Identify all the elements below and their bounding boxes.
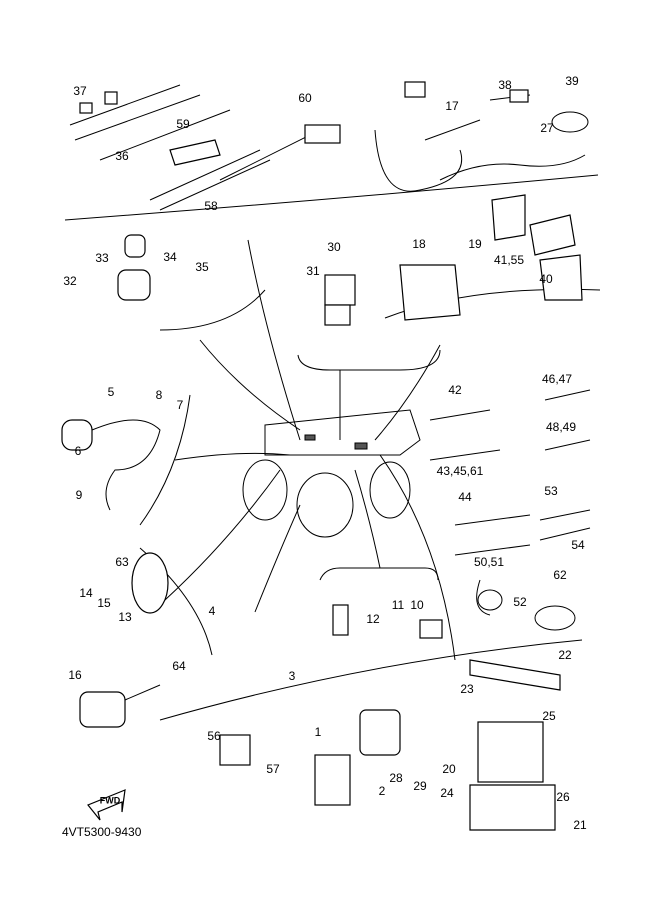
- callout-34: 34: [163, 250, 177, 264]
- callout-46-47: 46,47: [542, 372, 572, 386]
- callout-23: 23: [460, 682, 474, 696]
- callout-35: 35: [195, 260, 209, 274]
- callout-37: 37: [73, 84, 87, 98]
- callout-20: 20: [442, 762, 456, 776]
- callout-13: 13: [118, 610, 132, 624]
- callout-42: 42: [448, 383, 462, 397]
- callout-57: 57: [266, 762, 280, 776]
- callout-62: 62: [553, 568, 567, 582]
- callout-7: 7: [177, 398, 184, 412]
- callout-38: 38: [498, 78, 512, 92]
- callout-31: 31: [306, 264, 320, 278]
- callout-5: 5: [108, 385, 115, 399]
- callout-19: 19: [468, 237, 482, 251]
- callout-24: 24: [440, 786, 454, 800]
- callout-58: 58: [204, 199, 218, 213]
- fwd-label: FWD: [100, 795, 121, 805]
- callout-10: 10: [410, 598, 424, 612]
- callout-41-55: 41,55: [494, 253, 524, 267]
- callout-43-45-61: 43,45,61: [437, 464, 484, 478]
- callout-2: 2: [379, 784, 386, 798]
- callout-30: 30: [327, 240, 341, 254]
- callout-12: 12: [366, 612, 380, 626]
- callout-18: 18: [412, 237, 426, 251]
- callout-59: 59: [176, 117, 190, 131]
- callout-4: 4: [209, 604, 216, 618]
- callout-1: 1: [315, 725, 322, 739]
- callout-60: 60: [298, 91, 312, 105]
- callout-21: 21: [573, 818, 587, 832]
- callout-63: 63: [115, 555, 129, 569]
- callout-3: 3: [289, 669, 296, 683]
- wire-harness-parts: [69, 81, 589, 211]
- callout-40: 40: [539, 272, 553, 286]
- callout-9: 9: [76, 488, 83, 502]
- callout-28: 28: [389, 771, 403, 785]
- diagram-code: 4VT5300-9430: [62, 825, 142, 839]
- callout-15: 15: [97, 596, 111, 610]
- callout-54: 54: [571, 538, 585, 552]
- fwd-arrow: FWD: [87, 789, 126, 821]
- callout-22: 22: [558, 648, 572, 662]
- leader-lines: [164, 239, 456, 661]
- callout-44: 44: [458, 490, 472, 504]
- callout-14: 14: [79, 586, 93, 600]
- electrical-components: [61, 194, 591, 831]
- callout-8: 8: [156, 388, 163, 402]
- callout-6: 6: [75, 444, 82, 458]
- callout-26: 26: [556, 790, 570, 804]
- callout-25: 25: [542, 709, 556, 723]
- callout-36: 36: [115, 149, 129, 163]
- callout-52: 52: [513, 595, 527, 609]
- callout-64: 64: [172, 659, 186, 673]
- vehicle-front-frame: [242, 409, 421, 538]
- callout-17: 17: [445, 99, 459, 113]
- callout-27: 27: [540, 121, 554, 135]
- callout-16: 16: [68, 668, 82, 682]
- callout-48-49: 48,49: [546, 420, 576, 434]
- callout-29: 29: [413, 779, 427, 793]
- callout-39: 39: [565, 74, 579, 88]
- callout-32: 32: [63, 274, 77, 288]
- callout-11: 11: [392, 598, 405, 612]
- callout-33: 33: [95, 251, 109, 265]
- callout-50-51: 50,51: [474, 555, 504, 569]
- callout-53: 53: [544, 484, 558, 498]
- callout-56: 56: [207, 729, 221, 743]
